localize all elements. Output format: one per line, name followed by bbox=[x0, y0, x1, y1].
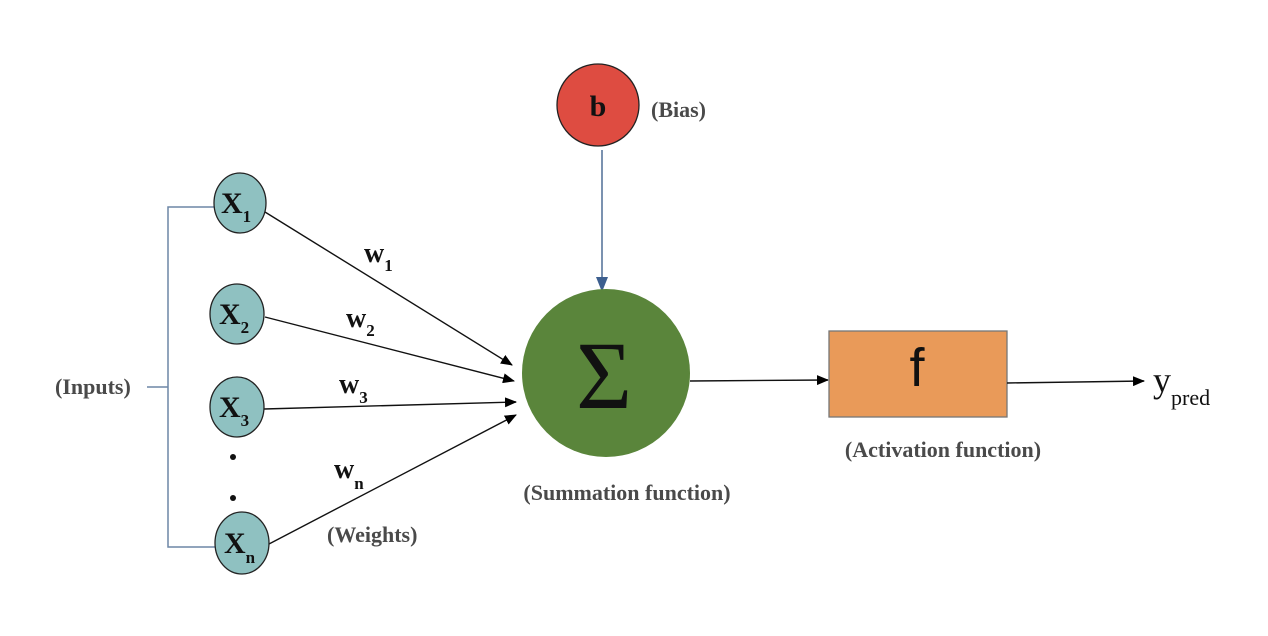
summation-node: Σ bbox=[522, 289, 690, 457]
svg-text:Xn: Xn bbox=[224, 527, 256, 567]
input-subscript: 3 bbox=[241, 411, 250, 430]
summation-label: (Summation function) bbox=[523, 480, 730, 505]
output-label: ypred bbox=[1153, 360, 1210, 410]
inputs-label: (Inputs) bbox=[55, 374, 131, 399]
svg-text:X1: X1 bbox=[221, 187, 251, 226]
edge-x1 bbox=[264, 211, 513, 366]
edge-x3 bbox=[263, 397, 517, 410]
activation-symbol: f bbox=[909, 338, 925, 398]
activation-label: (Activation function) bbox=[845, 437, 1041, 462]
weight-label-w3: w3 bbox=[339, 369, 368, 407]
input-symbol: X bbox=[224, 527, 246, 560]
bias-node: b bbox=[556, 63, 640, 147]
input-subscript: n bbox=[246, 548, 256, 567]
weight-label-wn: wn bbox=[334, 454, 364, 493]
activation-box: f bbox=[828, 330, 1008, 418]
input-node-x3: X3 bbox=[209, 376, 265, 438]
weights-label: (Weights) bbox=[327, 522, 417, 547]
edge-xn bbox=[268, 414, 517, 545]
bias-label: (Bias) bbox=[651, 97, 706, 122]
input-node-x2: X2 bbox=[209, 283, 265, 345]
input-node-xn: Xn bbox=[214, 511, 270, 575]
bias-arrowhead bbox=[596, 277, 608, 292]
svg-text:X2: X2 bbox=[219, 298, 249, 337]
weight-label-w2: w2 bbox=[346, 303, 375, 340]
inputs-bracket bbox=[147, 206, 219, 548]
weight-label-w1: w1 bbox=[364, 238, 393, 275]
svg-text:X3: X3 bbox=[219, 391, 249, 430]
input-symbol: X bbox=[219, 391, 241, 424]
input-subscript: 2 bbox=[241, 318, 250, 337]
ellipsis-dot bbox=[230, 495, 236, 501]
input-node-x1: X1 bbox=[213, 172, 267, 234]
output-symbol: y bbox=[1153, 360, 1171, 400]
input-symbol: X bbox=[219, 298, 241, 331]
output-subscript: pred bbox=[1171, 385, 1210, 410]
ellipsis-dot bbox=[230, 454, 236, 460]
input-symbol: X bbox=[221, 187, 243, 220]
edge-activation-to-output bbox=[1006, 376, 1145, 387]
edge-sum-to-activation bbox=[689, 375, 829, 386]
bias-symbol: b bbox=[590, 90, 607, 123]
weight-edges bbox=[263, 211, 517, 545]
input-subscript: 1 bbox=[243, 207, 252, 226]
summation-symbol: Σ bbox=[576, 322, 632, 429]
edge-x2 bbox=[264, 316, 515, 384]
